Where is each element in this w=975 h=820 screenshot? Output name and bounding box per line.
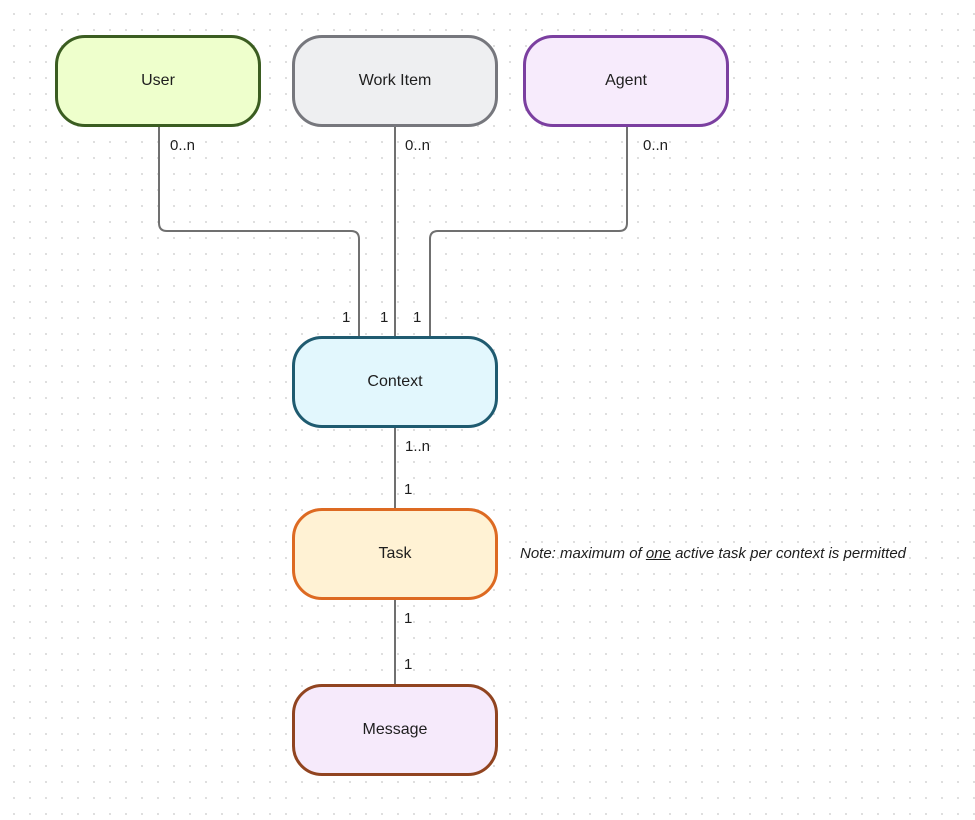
entity-agent-label: Agent (605, 72, 647, 89)
cardinality-context-work-item-one: 1 (380, 309, 389, 326)
entity-work-item-label: Work Item (358, 72, 432, 89)
cardinality-agent-many: 0..n (643, 137, 669, 154)
entity-user-label: User (141, 72, 175, 89)
entity-context[interactable]: Context (292, 336, 498, 428)
cardinality-message-task-one: 1 (404, 656, 413, 673)
entity-work-item[interactable]: Work Item (292, 35, 498, 127)
entity-message[interactable]: Message (292, 684, 498, 776)
entity-task-label: Task (378, 545, 412, 562)
task-note-emphasis: one (645, 545, 671, 562)
task-note-suffix: active task per context is permitted (670, 545, 907, 562)
entity-message-label: Message (362, 721, 428, 738)
connector-user-context (158, 127, 360, 337)
cardinality-context-agent-one: 1 (413, 309, 422, 326)
cardinality-task-context-one: 1 (404, 481, 413, 498)
entity-agent[interactable]: Agent (523, 35, 729, 127)
cardinality-context-user-one: 1 (342, 309, 351, 326)
connector-agent-context (429, 127, 628, 337)
task-note-prefix: Note: maximum of (520, 545, 646, 562)
entity-user[interactable]: User (55, 35, 261, 127)
cardinality-task-message-one: 1 (404, 610, 413, 627)
cardinality-context-tasks-many: 1..n (405, 438, 431, 455)
task-note: Note: maximum of one active task per con… (520, 545, 906, 562)
cardinality-user-many: 0..n (170, 137, 196, 154)
entity-task[interactable]: Task (292, 508, 498, 600)
entity-context-label: Context (367, 373, 423, 390)
cardinality-work-item-many: 0..n (405, 137, 431, 154)
